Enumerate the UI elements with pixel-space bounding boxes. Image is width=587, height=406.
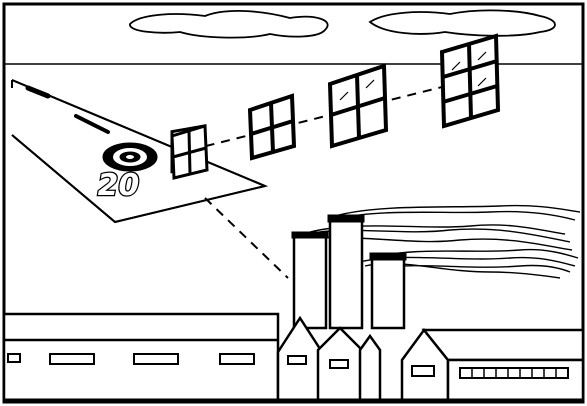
window-small <box>170 124 209 180</box>
cloud-right <box>368 9 556 37</box>
runway-number: 20 <box>94 168 142 203</box>
smokestacks <box>291 214 407 330</box>
runway-edge-bottom <box>11 134 116 223</box>
smokestack <box>292 234 328 330</box>
factory-left-building <box>2 312 280 402</box>
smokestack <box>370 256 406 330</box>
building-window <box>459 367 569 379</box>
building-window <box>219 353 255 365</box>
factory-gable-house <box>276 315 382 402</box>
runway-edge-top <box>11 79 266 187</box>
window-third <box>327 63 389 149</box>
window-far <box>439 33 501 129</box>
smokestack <box>328 218 364 330</box>
runway-threshold-edge <box>114 185 266 223</box>
window-second <box>247 93 297 161</box>
building-window <box>7 353 21 363</box>
centerline-dash <box>74 114 110 134</box>
runway: 20 <box>11 79 269 224</box>
factory-right-building <box>400 327 585 402</box>
touchdown-target <box>102 142 158 172</box>
building-window <box>133 353 179 365</box>
centerline-dash <box>25 85 51 99</box>
cloud-left <box>129 10 329 39</box>
building-window <box>49 353 95 365</box>
ground-sight-line <box>204 197 289 279</box>
